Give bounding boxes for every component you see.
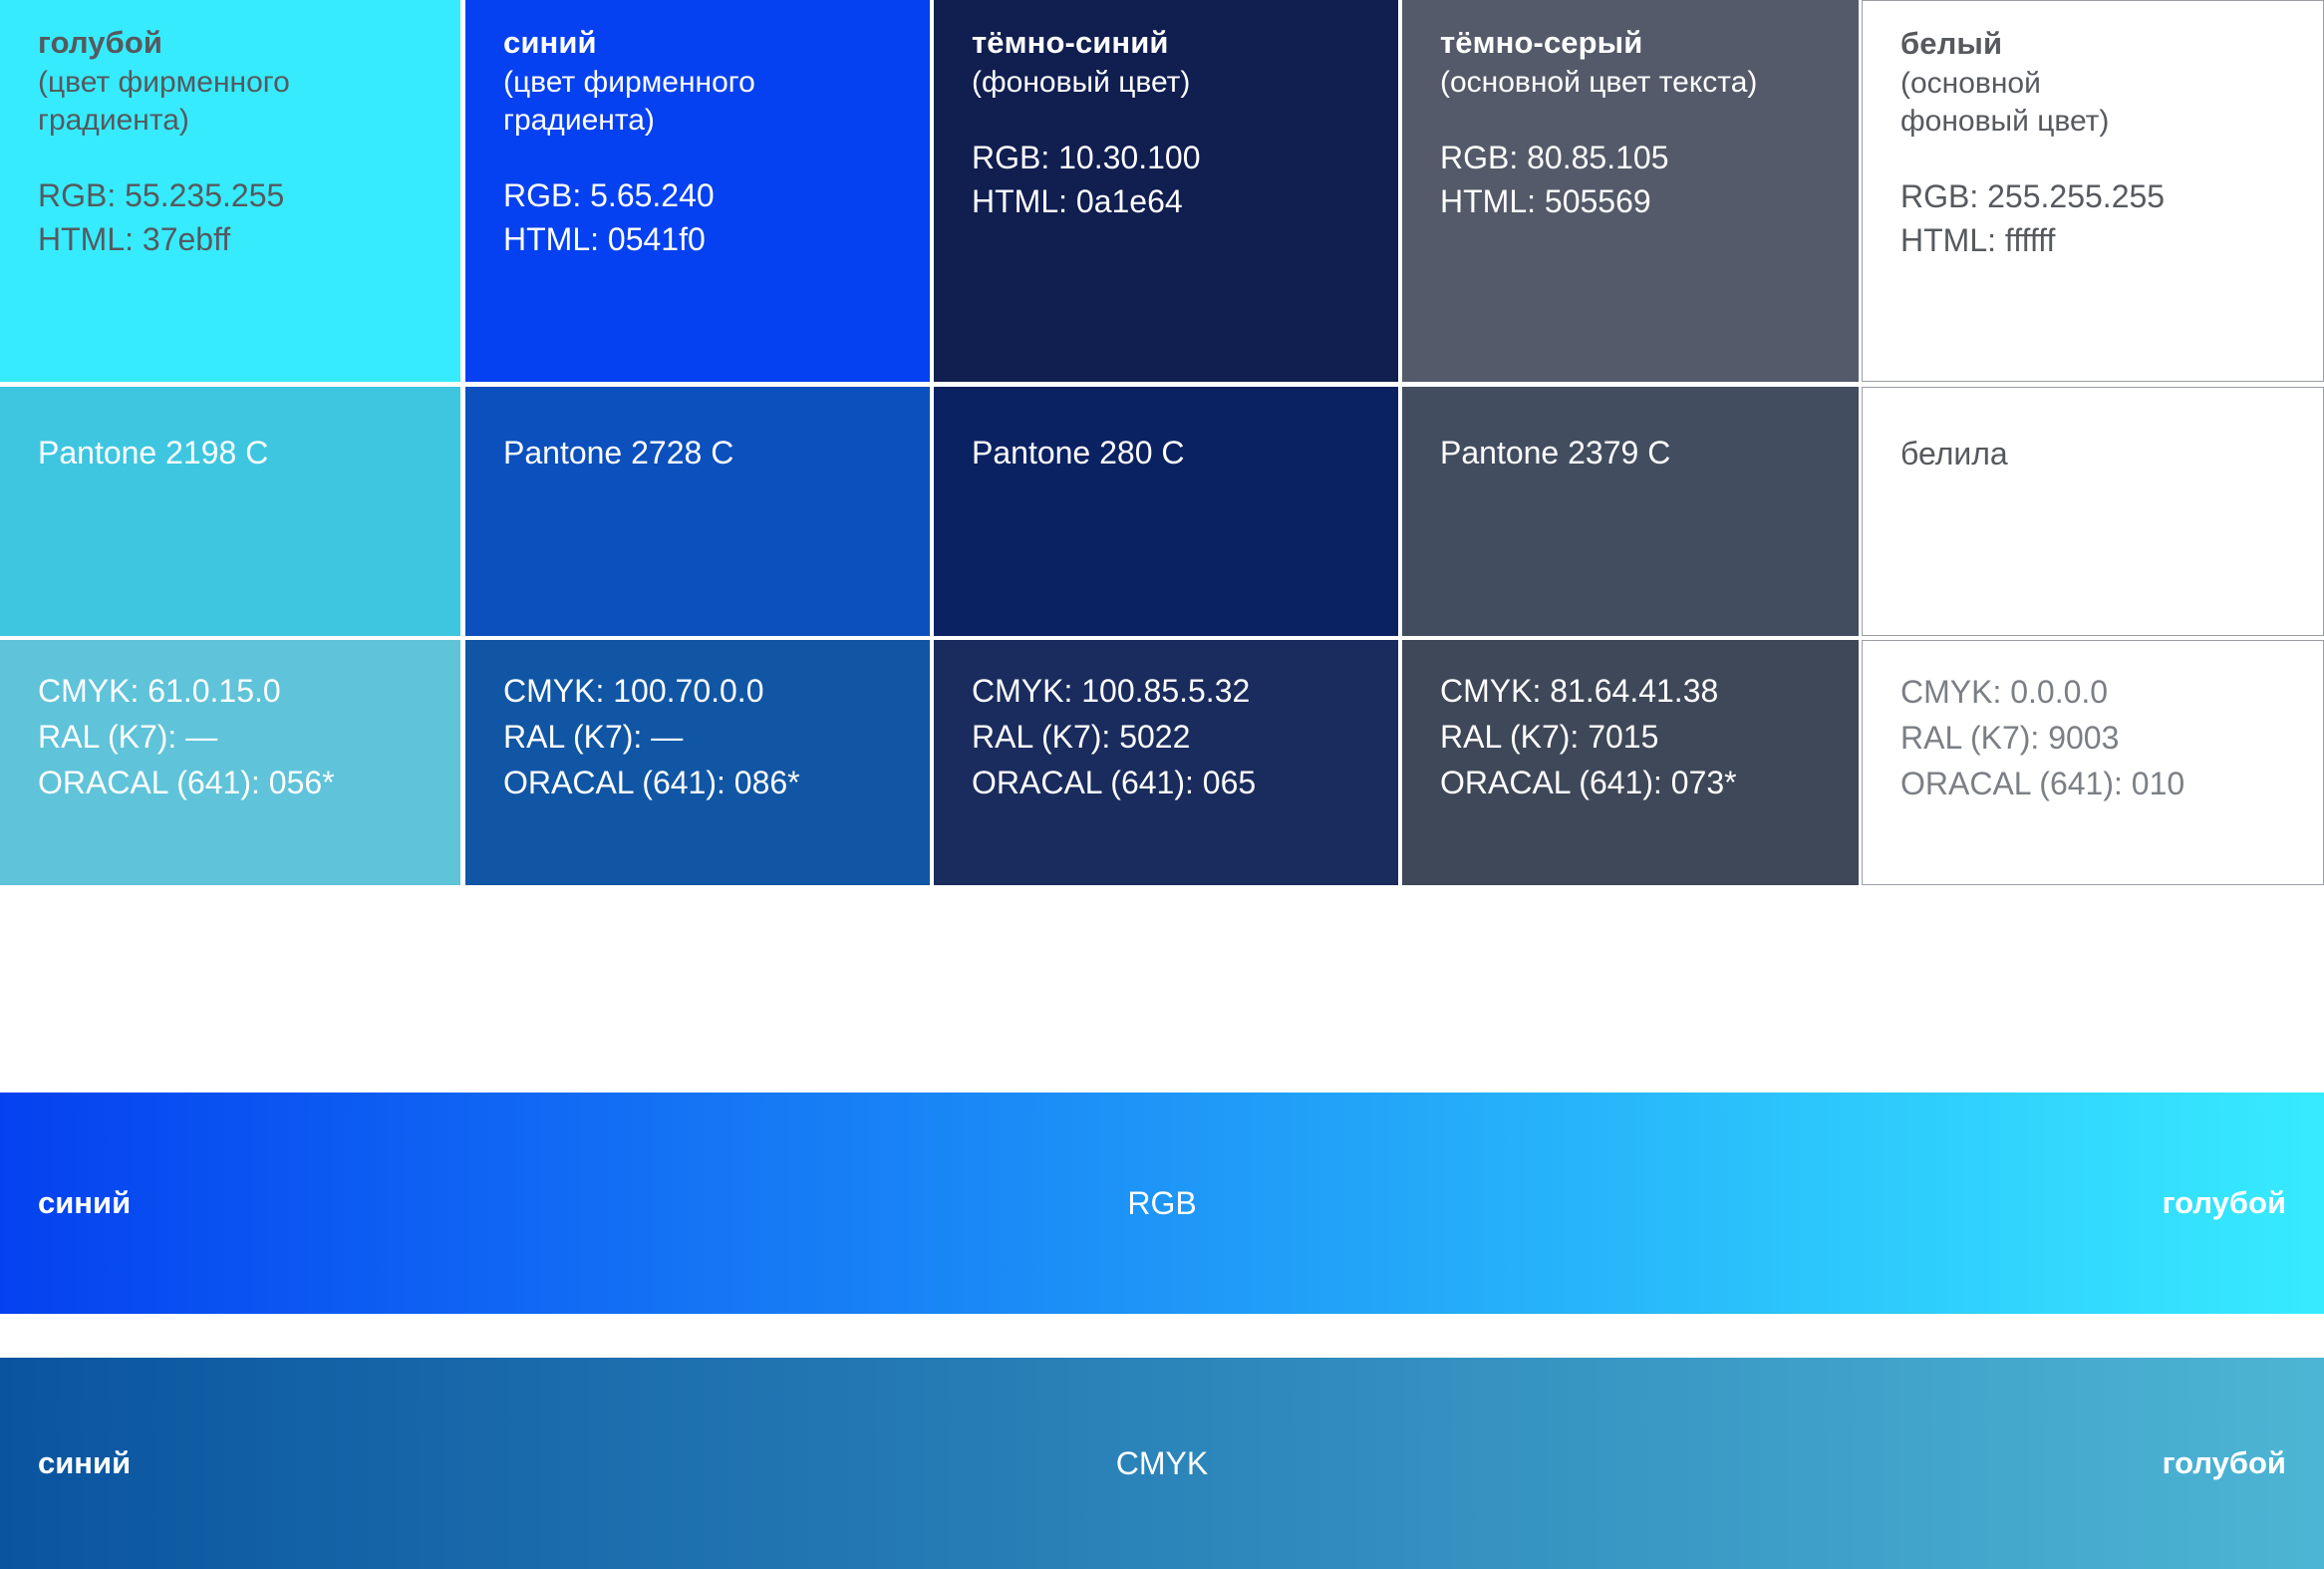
color-name: синий: [503, 25, 597, 60]
palette-cell-pantone: белила: [1862, 387, 2324, 636]
palette-column-golubiy: голубой (цвет фирменного градиента) RGB:…: [0, 0, 460, 885]
ral-value: RAL (K7): 5022: [972, 719, 1191, 755]
color-name: тёмно-серый: [1440, 25, 1643, 60]
oracal-value: ORACAL (641): 010: [1900, 766, 2185, 801]
color-subtitle: (основной цвет текста): [1440, 66, 1758, 99]
cmyk-value: CMYK: 100.85.5.32: [972, 673, 1251, 709]
rgb-value: RGB: 5.65.240: [503, 177, 715, 213]
pantone-value: Pantone 2728 C: [503, 435, 734, 471]
oracal-value: ORACAL (641): 086*: [503, 765, 800, 800]
palette-cell-name-rgb-html: тёмно-синий (фоновый цвет) RGB: 10.30.10…: [934, 0, 1398, 382]
color-subtitle: (фоновый цвет): [972, 66, 1191, 99]
color-name: белый: [1900, 26, 2003, 61]
cmyk-value: CMYK: 0.0.0.0: [1900, 674, 2109, 710]
pantone-value: Pantone 2198 C: [38, 435, 269, 471]
gradient-label-right: голубой: [2162, 1185, 2286, 1220]
color-spec-block: RGB: 5.65.240 HTML: 0541f0: [503, 173, 912, 261]
oracal-value: ORACAL (641): 056*: [38, 765, 335, 800]
palette-cell-pantone: Pantone 2728 C: [465, 387, 930, 636]
palette-cell-name-rgb-html: белый (основной фоновый цвет) RGB: 255.2…: [1862, 0, 2324, 382]
pantone-value: Pantone 2379 C: [1440, 435, 1671, 471]
gradient-bar-cmyk: синий CMYK голубой: [0, 1358, 2324, 1569]
rgb-value: RGB: 10.30.100: [972, 140, 1201, 175]
palette-cell-cmyk-ral-oracal: CMYK: 100.70.0.0 RAL (K7): — ORACAL (641…: [465, 640, 930, 885]
rgb-value: RGB: 55.235.255: [38, 177, 285, 213]
palette-cell-pantone: Pantone 280 C: [934, 387, 1398, 636]
cmyk-value: CMYK: 81.64.41.38: [1440, 673, 1719, 709]
html-value: HTML: 37ebff: [38, 221, 231, 257]
palette-cell-cmyk-ral-oracal: CMYK: 61.0.15.0 RAL (K7): — ORACAL (641)…: [0, 640, 460, 885]
color-name: тёмно-синий: [972, 25, 1169, 60]
palette-cell-cmyk-ral-oracal: CMYK: 0.0.0.0 RAL (K7): 9003 ORACAL (641…: [1862, 640, 2324, 885]
palette-column-beliy: белый (основной фоновый цвет) RGB: 255.2…: [1862, 0, 2324, 885]
color-subtitle: (основной фоновый цвет): [1900, 67, 2110, 138]
color-spec-block: RGB: 55.235.255 HTML: 37ebff: [38, 173, 442, 261]
html-value: HTML: 0a1e64: [972, 183, 1183, 219]
gradient-mode-label: RGB: [1127, 1184, 1197, 1221]
palette-column-temno-seriy: тёмно-серый (основной цвет текста) RGB: …: [1402, 0, 1859, 885]
ral-value: RAL (K7): —: [503, 719, 684, 755]
color-spec-block: RGB: 80.85.105 HTML: 505569: [1440, 136, 1841, 223]
palette-cell-cmyk-ral-oracal: CMYK: 81.64.41.38 RAL (K7): 7015 ORACAL …: [1402, 640, 1859, 885]
html-value: HTML: 505569: [1440, 183, 1651, 219]
gradient-label-right: голубой: [2162, 1445, 2286, 1480]
gradient-bar-rgb: синий RGB голубой: [0, 1093, 2324, 1314]
palette-cell-name-rgb-html: синий (цвет фирменного градиента) RGB: 5…: [465, 0, 930, 382]
rgb-value: RGB: 80.85.105: [1440, 140, 1669, 175]
gradient-label-left: синий: [38, 1445, 132, 1480]
cmyk-value: CMYK: 100.70.0.0: [503, 673, 764, 709]
oracal-value: ORACAL (641): 065: [972, 765, 1257, 800]
palette-cell-pantone: Pantone 2379 C: [1402, 387, 1859, 636]
cmyk-value: CMYK: 61.0.15.0: [38, 673, 281, 709]
html-value: HTML: ffffff: [1900, 222, 2056, 258]
ral-value: RAL (K7): 9003: [1900, 720, 2120, 756]
oracal-value: ORACAL (641): 073*: [1440, 765, 1737, 800]
ral-value: RAL (K7): —: [38, 719, 218, 755]
pantone-value: белила: [1900, 436, 2008, 471]
palette-cell-name-rgb-html: голубой (цвет фирменного градиента) RGB:…: [0, 0, 460, 382]
palette-column-temno-siniy: тёмно-синий (фоновый цвет) RGB: 10.30.10…: [934, 0, 1398, 885]
palette-cell-name-rgb-html: тёмно-серый (основной цвет текста) RGB: …: [1402, 0, 1859, 382]
color-spec-block: RGB: 10.30.100 HTML: 0a1e64: [972, 136, 1380, 223]
color-subtitle: (цвет фирменного градиента): [503, 66, 755, 137]
color-name: голубой: [38, 25, 163, 60]
palette-cell-pantone: Pantone 2198 C: [0, 387, 460, 636]
html-value: HTML: 0541f0: [503, 221, 706, 257]
color-palette-table: голубой (цвет фирменного градиента) RGB:…: [0, 0, 2324, 885]
palette-cell-cmyk-ral-oracal: CMYK: 100.85.5.32 RAL (K7): 5022 ORACAL …: [934, 640, 1398, 885]
rgb-value: RGB: 255.255.255: [1900, 178, 2166, 214]
gradient-mode-label: CMYK: [1115, 1444, 1209, 1481]
color-subtitle: (цвет фирменного градиента): [38, 66, 290, 137]
ral-value: RAL (K7): 7015: [1440, 719, 1659, 755]
pantone-value: Pantone 280 C: [972, 435, 1185, 471]
palette-column-siniy: синий (цвет фирменного градиента) RGB: 5…: [465, 0, 930, 885]
color-spec-block: RGB: 255.255.255 HTML: ffffff: [1900, 174, 2305, 262]
gradient-label-left: синий: [38, 1185, 132, 1220]
